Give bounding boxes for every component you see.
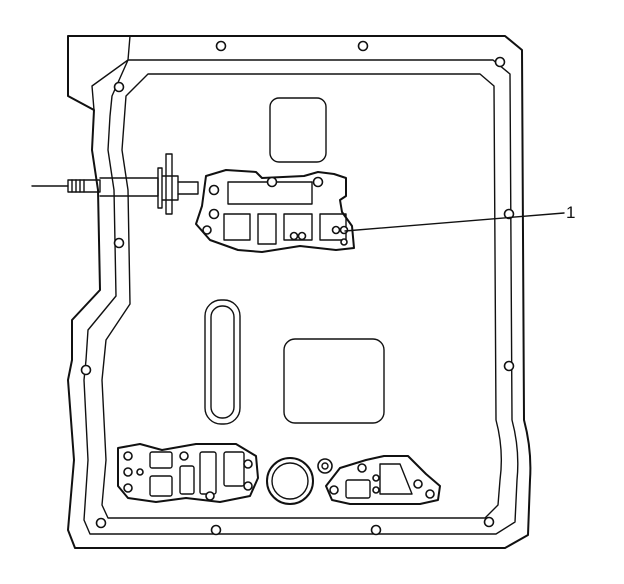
gasket-hole xyxy=(297,231,307,241)
lower-left-gasket xyxy=(117,443,259,503)
gasket-hole xyxy=(208,184,220,196)
connector-thread xyxy=(71,179,85,193)
oil-pan-inner-well xyxy=(101,73,503,519)
gasket-hole xyxy=(179,451,189,461)
bolt-hole xyxy=(357,40,369,52)
gasket-hole xyxy=(372,486,380,494)
gasket-hole xyxy=(243,481,253,491)
bolt-hole xyxy=(80,364,92,376)
sensor-flange xyxy=(157,167,179,209)
upper-gasket-port xyxy=(257,213,277,245)
gasket-hole xyxy=(329,485,339,495)
bolt-hole xyxy=(370,524,382,536)
callout-1-leader xyxy=(344,212,565,232)
drain-hole xyxy=(317,458,333,474)
sensor-connector xyxy=(67,179,101,193)
sensor-stem xyxy=(177,181,199,195)
filter-opening-inner xyxy=(271,462,309,500)
filter-opening xyxy=(266,457,314,505)
upper-gasket-port xyxy=(283,213,313,241)
gasket-hole xyxy=(123,451,133,461)
upper-gasket xyxy=(195,169,355,253)
bolt-hole xyxy=(503,360,515,372)
sensor-plate xyxy=(165,153,173,215)
bolt-hole xyxy=(503,208,515,220)
bolt-hole xyxy=(113,237,125,249)
lower-left-gasket-outline xyxy=(117,443,259,503)
gasket-hole xyxy=(136,468,144,476)
upper-gasket-port xyxy=(223,213,251,241)
gasket-hole xyxy=(340,238,348,246)
bolt-hole xyxy=(210,524,222,536)
gasket-hole xyxy=(372,474,380,482)
callout-1-label: 1 xyxy=(566,203,575,222)
gasket-hole xyxy=(331,225,341,235)
upper-gasket-outline xyxy=(195,169,355,253)
lower-right-gasket xyxy=(325,455,441,505)
gasket-hole xyxy=(413,479,423,489)
gasket-hole xyxy=(202,225,212,235)
oil-pan-outer-flange xyxy=(67,35,532,549)
port xyxy=(379,463,413,495)
center-slot xyxy=(204,299,241,425)
upper-gasket-port xyxy=(227,181,313,205)
gasket-hole xyxy=(339,225,349,235)
port xyxy=(149,451,173,469)
center-slot-inner xyxy=(210,305,235,419)
bolt-hole xyxy=(483,516,495,528)
port xyxy=(149,475,173,497)
bolt-hole xyxy=(113,81,125,93)
center-opening xyxy=(283,338,385,424)
flange-notch xyxy=(67,35,131,111)
port xyxy=(345,479,371,499)
port xyxy=(179,465,195,495)
gasket-hole xyxy=(425,489,435,499)
lower-right-gasket-outline xyxy=(325,455,441,505)
bolt-hole xyxy=(95,517,107,529)
bolt-hole xyxy=(494,56,506,68)
gasket-hole xyxy=(243,459,253,469)
sensor-tube xyxy=(99,177,159,197)
sensor-assembly xyxy=(31,153,199,215)
gasket-hole xyxy=(312,176,324,188)
oil-pan-gasket-line xyxy=(83,59,519,535)
bolt-hole xyxy=(215,40,227,52)
flange-bolt-holes xyxy=(80,40,515,536)
gasket-hole xyxy=(123,467,133,477)
port xyxy=(223,451,245,487)
port xyxy=(199,451,217,495)
gasket-hole xyxy=(289,231,299,241)
drain-hole-inner xyxy=(321,462,329,470)
gasket-hole xyxy=(123,483,133,493)
gasket-hole xyxy=(205,491,215,501)
gasket-hole xyxy=(357,463,367,473)
gasket-hole xyxy=(208,208,220,220)
upper-opening xyxy=(269,97,327,163)
gasket-hole xyxy=(266,176,278,188)
